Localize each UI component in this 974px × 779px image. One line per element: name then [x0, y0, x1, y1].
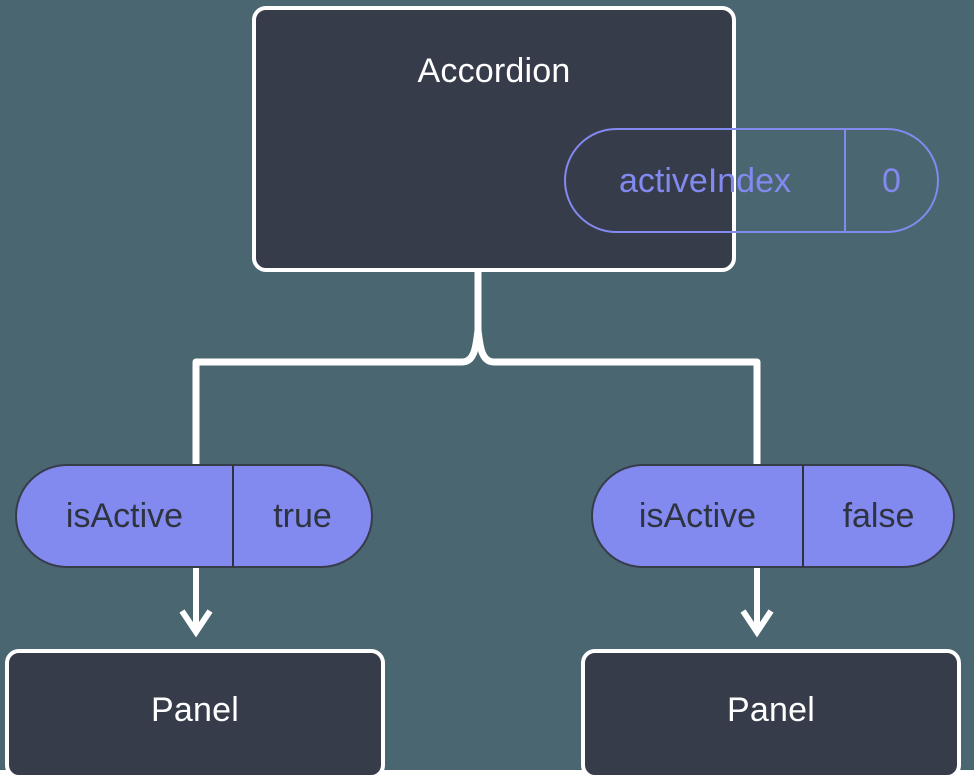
- prop-pill-is-active-false[interactable]: isActive false: [591, 464, 955, 568]
- arrow-head-right: [740, 609, 774, 638]
- prop-pill-value: false: [802, 466, 953, 566]
- panel-left-title: Panel: [151, 691, 239, 729]
- prop-pill-is-active-true[interactable]: isActive true: [15, 464, 373, 568]
- state-pill-key: activeIndex: [619, 161, 791, 200]
- accordion-title: Accordion: [417, 52, 571, 90]
- connector-branch-bar: [192, 326, 761, 366]
- arrow-head-left: [179, 609, 213, 638]
- prop-pill-key: isActive: [65, 497, 184, 535]
- component-node-accordion[interactable]: Accordion activeIndex 0: [252, 6, 939, 272]
- component-node-panel-left[interactable]: Panel: [5, 649, 385, 779]
- component-node-panel-right[interactable]: Panel: [581, 649, 961, 779]
- state-pill-value: 0: [844, 130, 937, 231]
- state-pill-active-index[interactable]: activeIndex 0: [564, 128, 939, 233]
- panel-right-title: Panel: [727, 691, 815, 729]
- prop-pill-value: true: [232, 466, 371, 566]
- prop-pill-key: isActive: [638, 497, 757, 535]
